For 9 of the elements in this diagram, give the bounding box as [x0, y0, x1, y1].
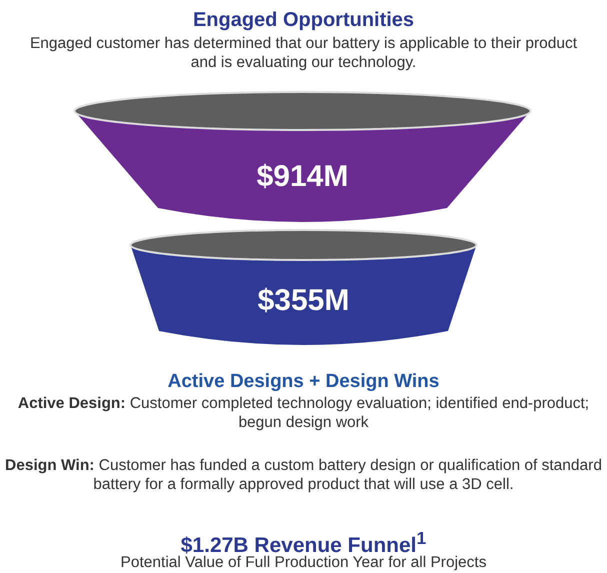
description: Engaged customer has determined that our battery is applicable to their product and is evaluating our technology. — [28, 34, 578, 73]
heading: Engaged Opportunities — [192, 8, 416, 33]
value-label: $355M — [256, 284, 350, 318]
heading: $1.27B Revenue Funnel$^{1}$ — [180, 528, 428, 557]
value-label: $914M — [256, 160, 350, 194]
definition: Design Win: Customer has funded a custom battery design or qualification of standard battery for a formally approved product that will use a 3D cell. — [4, 456, 603, 495]
heading: Active Designs + Design Wins — [166, 370, 440, 394]
definition: Active Design: Customer completed technology evaluation; identified end-product; begun design work — [16, 394, 590, 433]
subtitle: Potential Value of Full Production Year for all Projects — [120, 554, 488, 572]
